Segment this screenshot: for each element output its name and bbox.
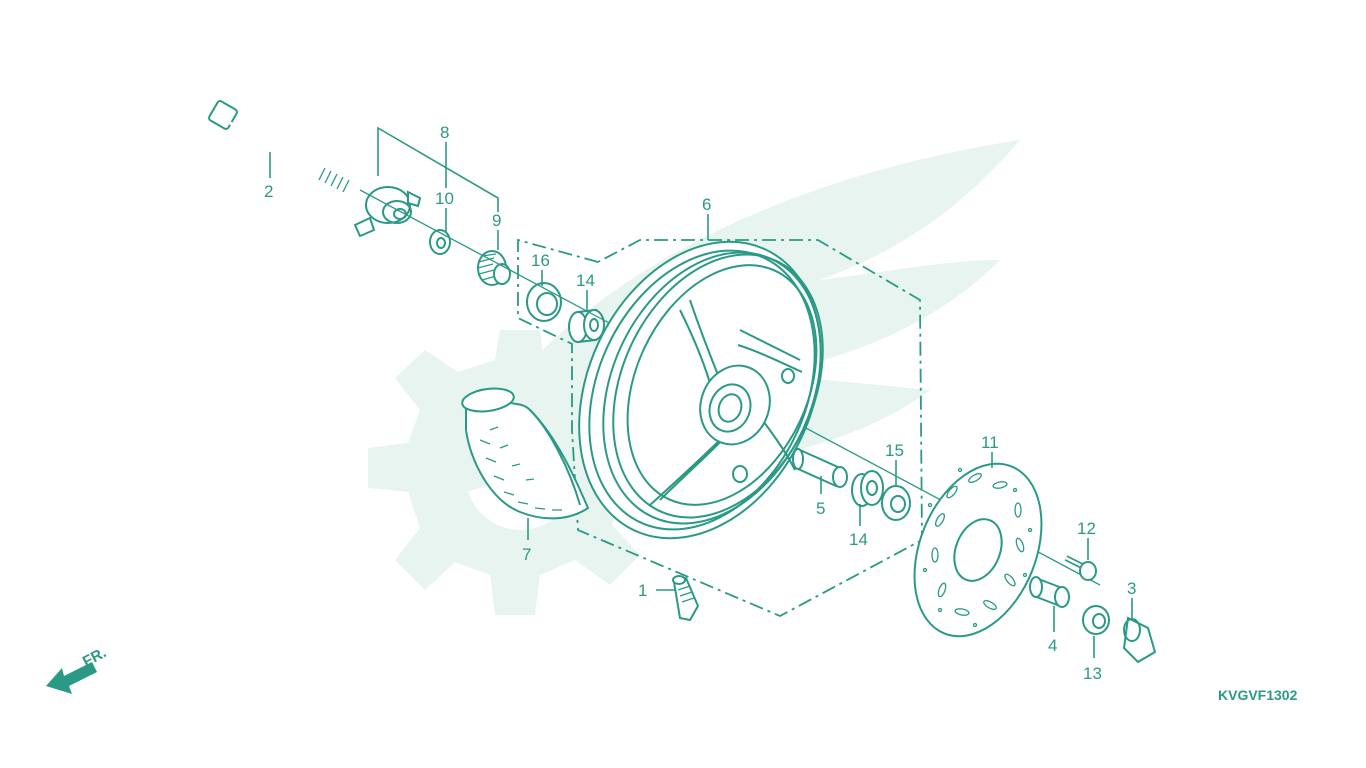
wheel-rim xyxy=(578,240,824,540)
callout-15: 15 xyxy=(885,441,904,460)
callout-13: 13 xyxy=(1083,664,1102,683)
callout-9: 9 xyxy=(492,211,501,230)
speedometer-gear xyxy=(477,250,511,286)
bearing-left xyxy=(568,308,605,344)
front-arrow-icon xyxy=(46,662,97,694)
side-collar xyxy=(1029,576,1070,608)
axle-nut xyxy=(1082,605,1110,635)
bearing-right xyxy=(851,470,884,507)
gearbox-bracket xyxy=(377,126,499,212)
callout-4: 4 xyxy=(1048,636,1057,655)
tire-valve xyxy=(672,575,700,622)
group-outlines xyxy=(517,238,923,617)
tire xyxy=(461,387,590,520)
leader-lines xyxy=(269,142,1133,658)
callout-12: 12 xyxy=(1077,519,1096,538)
callout-2: 2 xyxy=(264,182,273,201)
wheel-assembly-box xyxy=(517,238,923,617)
callout-10: 10 xyxy=(435,189,454,208)
brake-disc xyxy=(913,462,1043,638)
callout-labels: 1 2 3 4 5 6 7 8 9 10 11 12 13 14 14 15 1… xyxy=(264,123,1136,683)
callout-14-right: 14 xyxy=(849,530,868,549)
distance-collar xyxy=(792,448,848,488)
callout-3: 3 xyxy=(1127,579,1136,598)
callout-7: 7 xyxy=(522,545,531,564)
callout-5: 5 xyxy=(816,499,825,518)
callout-16: 16 xyxy=(531,251,550,270)
disc-bolt xyxy=(1064,555,1097,581)
callout-11: 11 xyxy=(981,433,999,452)
callout-6: 6 xyxy=(702,195,711,214)
callout-8: 8 xyxy=(440,123,449,142)
callout-14-left: 14 xyxy=(576,271,595,290)
axle-bolt xyxy=(208,100,361,193)
diagram-code: KVGVF1302 xyxy=(1218,687,1298,703)
front-direction-indicator: FR. xyxy=(46,644,109,694)
speedometer-gearbox xyxy=(353,186,422,238)
callout-1: 1 xyxy=(638,581,647,600)
washer xyxy=(429,229,451,255)
dust-seal-right xyxy=(881,485,911,521)
cap-nut xyxy=(1122,616,1157,664)
